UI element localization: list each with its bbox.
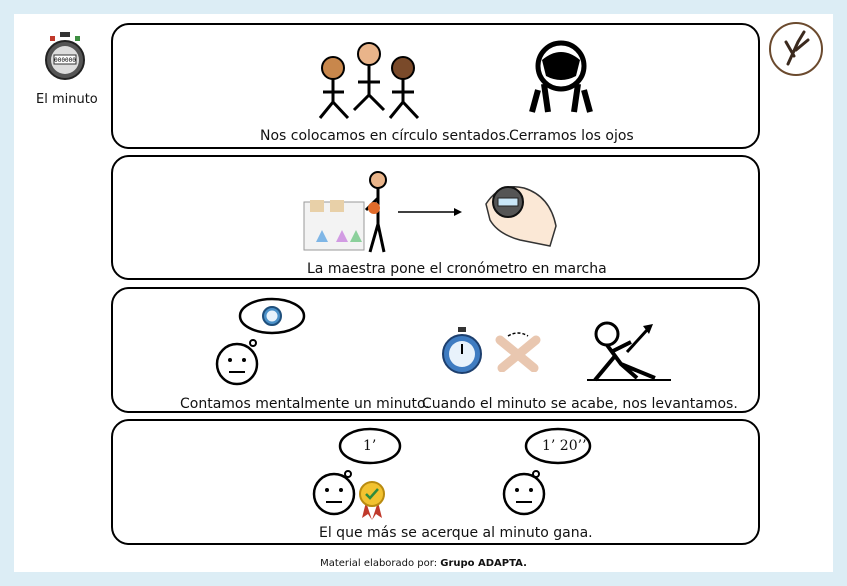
covering-eyes-icon bbox=[529, 40, 593, 113]
children-circle-icon bbox=[318, 42, 420, 120]
winner-face-icon bbox=[312, 427, 402, 516]
arrow-icon bbox=[398, 208, 462, 216]
face-icon bbox=[502, 427, 592, 516]
step-card-1 bbox=[111, 23, 760, 149]
step-2-text: La maestra pone el cronómetro en marcha bbox=[307, 261, 607, 277]
step-1-text-b: Cerramos los ojos bbox=[509, 128, 634, 144]
logo-icon bbox=[769, 22, 823, 76]
step-3-text-b: Cuando el minuto se acabe, nos levantamo… bbox=[422, 396, 738, 412]
footer-credit: Material elaborado por: Grupo ADAPTA. bbox=[0, 558, 847, 569]
bubble-1-text: 1’ bbox=[363, 438, 377, 454]
step-card-3 bbox=[111, 287, 760, 413]
crossed-arms-icon bbox=[495, 332, 541, 372]
step-card-4 bbox=[111, 419, 760, 545]
step-card-2 bbox=[111, 155, 760, 280]
medal-icon bbox=[359, 481, 385, 520]
hand-stopwatch-icon bbox=[485, 186, 557, 247]
step-4-text: El que más se acerque al minuto gana. bbox=[319, 525, 593, 541]
thinking-face-icon bbox=[215, 297, 306, 386]
stopwatch-icon: 000000 bbox=[45, 32, 85, 80]
step-3-text-a: Contamos mentalmente un minuto. bbox=[180, 396, 430, 412]
bubble-2-text: 1’ 20’’ bbox=[542, 438, 587, 454]
teacher-icon bbox=[303, 171, 387, 253]
sidebar-title: El minuto bbox=[36, 92, 98, 107]
stopwatch-display: 000000 bbox=[54, 57, 76, 64]
stopwatch-small-icon bbox=[442, 327, 482, 374]
footer-prefix: Material elaborado por: bbox=[320, 558, 441, 569]
footer-author: Grupo ADAPTA. bbox=[440, 558, 527, 569]
stand-up-icon bbox=[587, 321, 671, 382]
step-1-text-a: Nos colocamos en círculo sentados. bbox=[260, 128, 511, 144]
